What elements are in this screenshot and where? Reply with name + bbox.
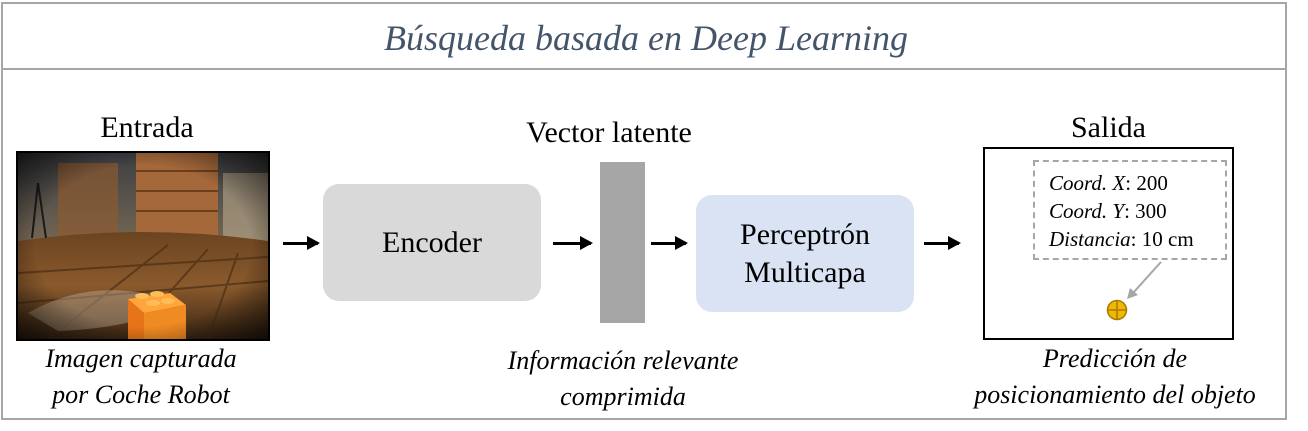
output-caption: Predicción de posicionamiento del objeto	[950, 341, 1280, 413]
input-caption-line1: Imagen capturada	[45, 344, 237, 373]
latent-caption-line2: comprimida	[560, 382, 686, 411]
latent-caption: Información relevante comprimida	[478, 343, 768, 415]
diagram-title: Búsqueda basada en Deep Learning	[384, 18, 908, 58]
input-heading: Entrada	[100, 111, 194, 144]
target-crosshair-icon	[1106, 299, 1128, 321]
output-heading: Salida	[1071, 111, 1146, 144]
mlp-label-line2: Multicapa	[744, 255, 866, 289]
latent-vector-bar	[600, 162, 645, 323]
pointer-arrowhead-icon	[1127, 288, 1138, 299]
latent-heading: Vector latente	[526, 116, 692, 149]
distance-label: Distancia	[1049, 227, 1131, 251]
coord-x-value: : 200	[1125, 171, 1168, 195]
input-caption: Imagen capturada por Coche Robot	[16, 341, 266, 413]
latent-caption-line1: Información relevante	[507, 346, 739, 375]
arrow-encoder-to-latent	[553, 236, 593, 250]
arrow-latent-to-mlp	[651, 236, 688, 250]
pointer-line	[1132, 261, 1162, 294]
distance-value: : 10 cm	[1130, 227, 1194, 251]
coord-y-value: : 300	[1124, 199, 1167, 223]
coord-x-row: Coord. X: 200	[1049, 169, 1225, 197]
arrow-mlp-to-output	[924, 236, 961, 250]
robot-camera-image	[16, 151, 270, 341]
input-caption-line2: por Coche Robot	[52, 380, 230, 409]
encoder-label: Encoder	[382, 225, 482, 259]
output-panel: Coord. X: 200 Coord. Y: 300 Distancia: 1…	[983, 147, 1234, 340]
output-caption-line1: Predicción de	[1042, 344, 1188, 373]
mlp-label-line1: Perceptrón	[740, 217, 870, 251]
coord-y-label: Coord. Y	[1049, 199, 1125, 223]
prediction-info-box: Coord. X: 200 Coord. Y: 300 Distancia: 1…	[1033, 160, 1227, 260]
coord-x-label: Coord. X	[1049, 171, 1126, 195]
coord-y-row: Coord. Y: 300	[1049, 197, 1225, 225]
distance-row: Distancia: 10 cm	[1049, 225, 1225, 253]
pointer-and-target	[1106, 261, 1162, 321]
mlp-block: Perceptrón Multicapa	[696, 195, 914, 312]
arrow-input-to-encoder	[283, 236, 320, 250]
encoder-block: Encoder	[323, 184, 541, 301]
title-bar: Búsqueda basada en Deep Learning	[1, 2, 1287, 70]
output-caption-line2: posicionamiento del objeto	[974, 380, 1256, 409]
